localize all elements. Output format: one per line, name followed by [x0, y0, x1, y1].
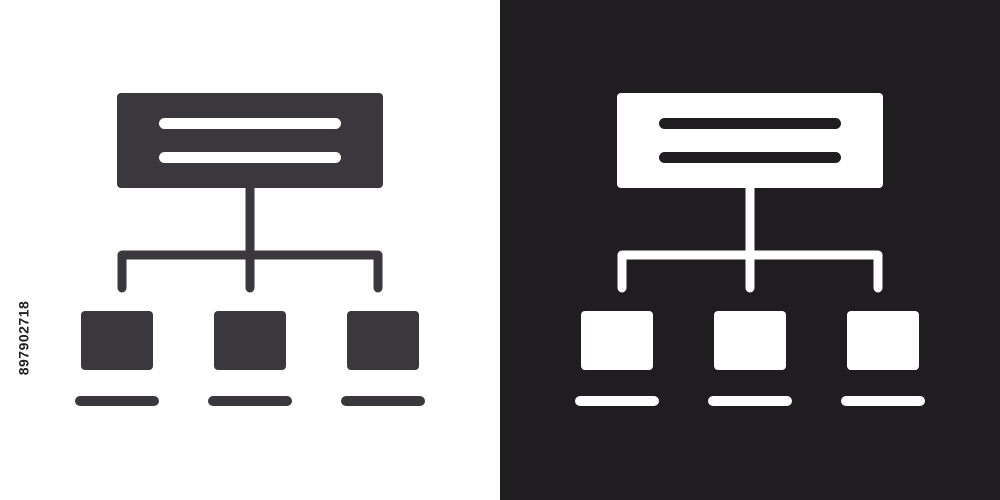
child-node-box-3	[847, 311, 919, 370]
child-node-label-3	[841, 396, 925, 406]
top-node-box	[617, 93, 883, 188]
child-node-box-2	[214, 311, 286, 370]
stock-id-label: 897902718	[10, 265, 36, 410]
child-node-box-3	[347, 311, 419, 370]
top-node-box	[117, 93, 383, 188]
dark-panel	[500, 0, 1000, 500]
connector-lines	[117, 183, 383, 293]
light-panel: 897902718	[10, 93, 425, 410]
hierarchy-sitemap-icon	[75, 93, 425, 406]
child-node-label-3	[341, 396, 425, 406]
top-node-line-2	[159, 152, 341, 163]
child-node-box-1	[81, 311, 153, 370]
child-node-box-1	[581, 311, 653, 370]
connector-branch	[117, 250, 383, 293]
child-node-label-2	[208, 396, 292, 406]
top-node-line-1	[659, 118, 841, 129]
top-node-line-1	[159, 118, 341, 129]
child-node-label-1	[575, 396, 659, 406]
child-node-label-1	[75, 396, 159, 406]
child-node-box-2	[714, 311, 786, 370]
top-node-line-2	[659, 152, 841, 163]
hierarchy-sitemap-icon	[500, 0, 1000, 500]
connector-lines	[617, 183, 883, 293]
child-node-label-2	[708, 396, 792, 406]
connector-branch	[617, 250, 883, 293]
stock-id-text: 897902718	[15, 300, 32, 375]
